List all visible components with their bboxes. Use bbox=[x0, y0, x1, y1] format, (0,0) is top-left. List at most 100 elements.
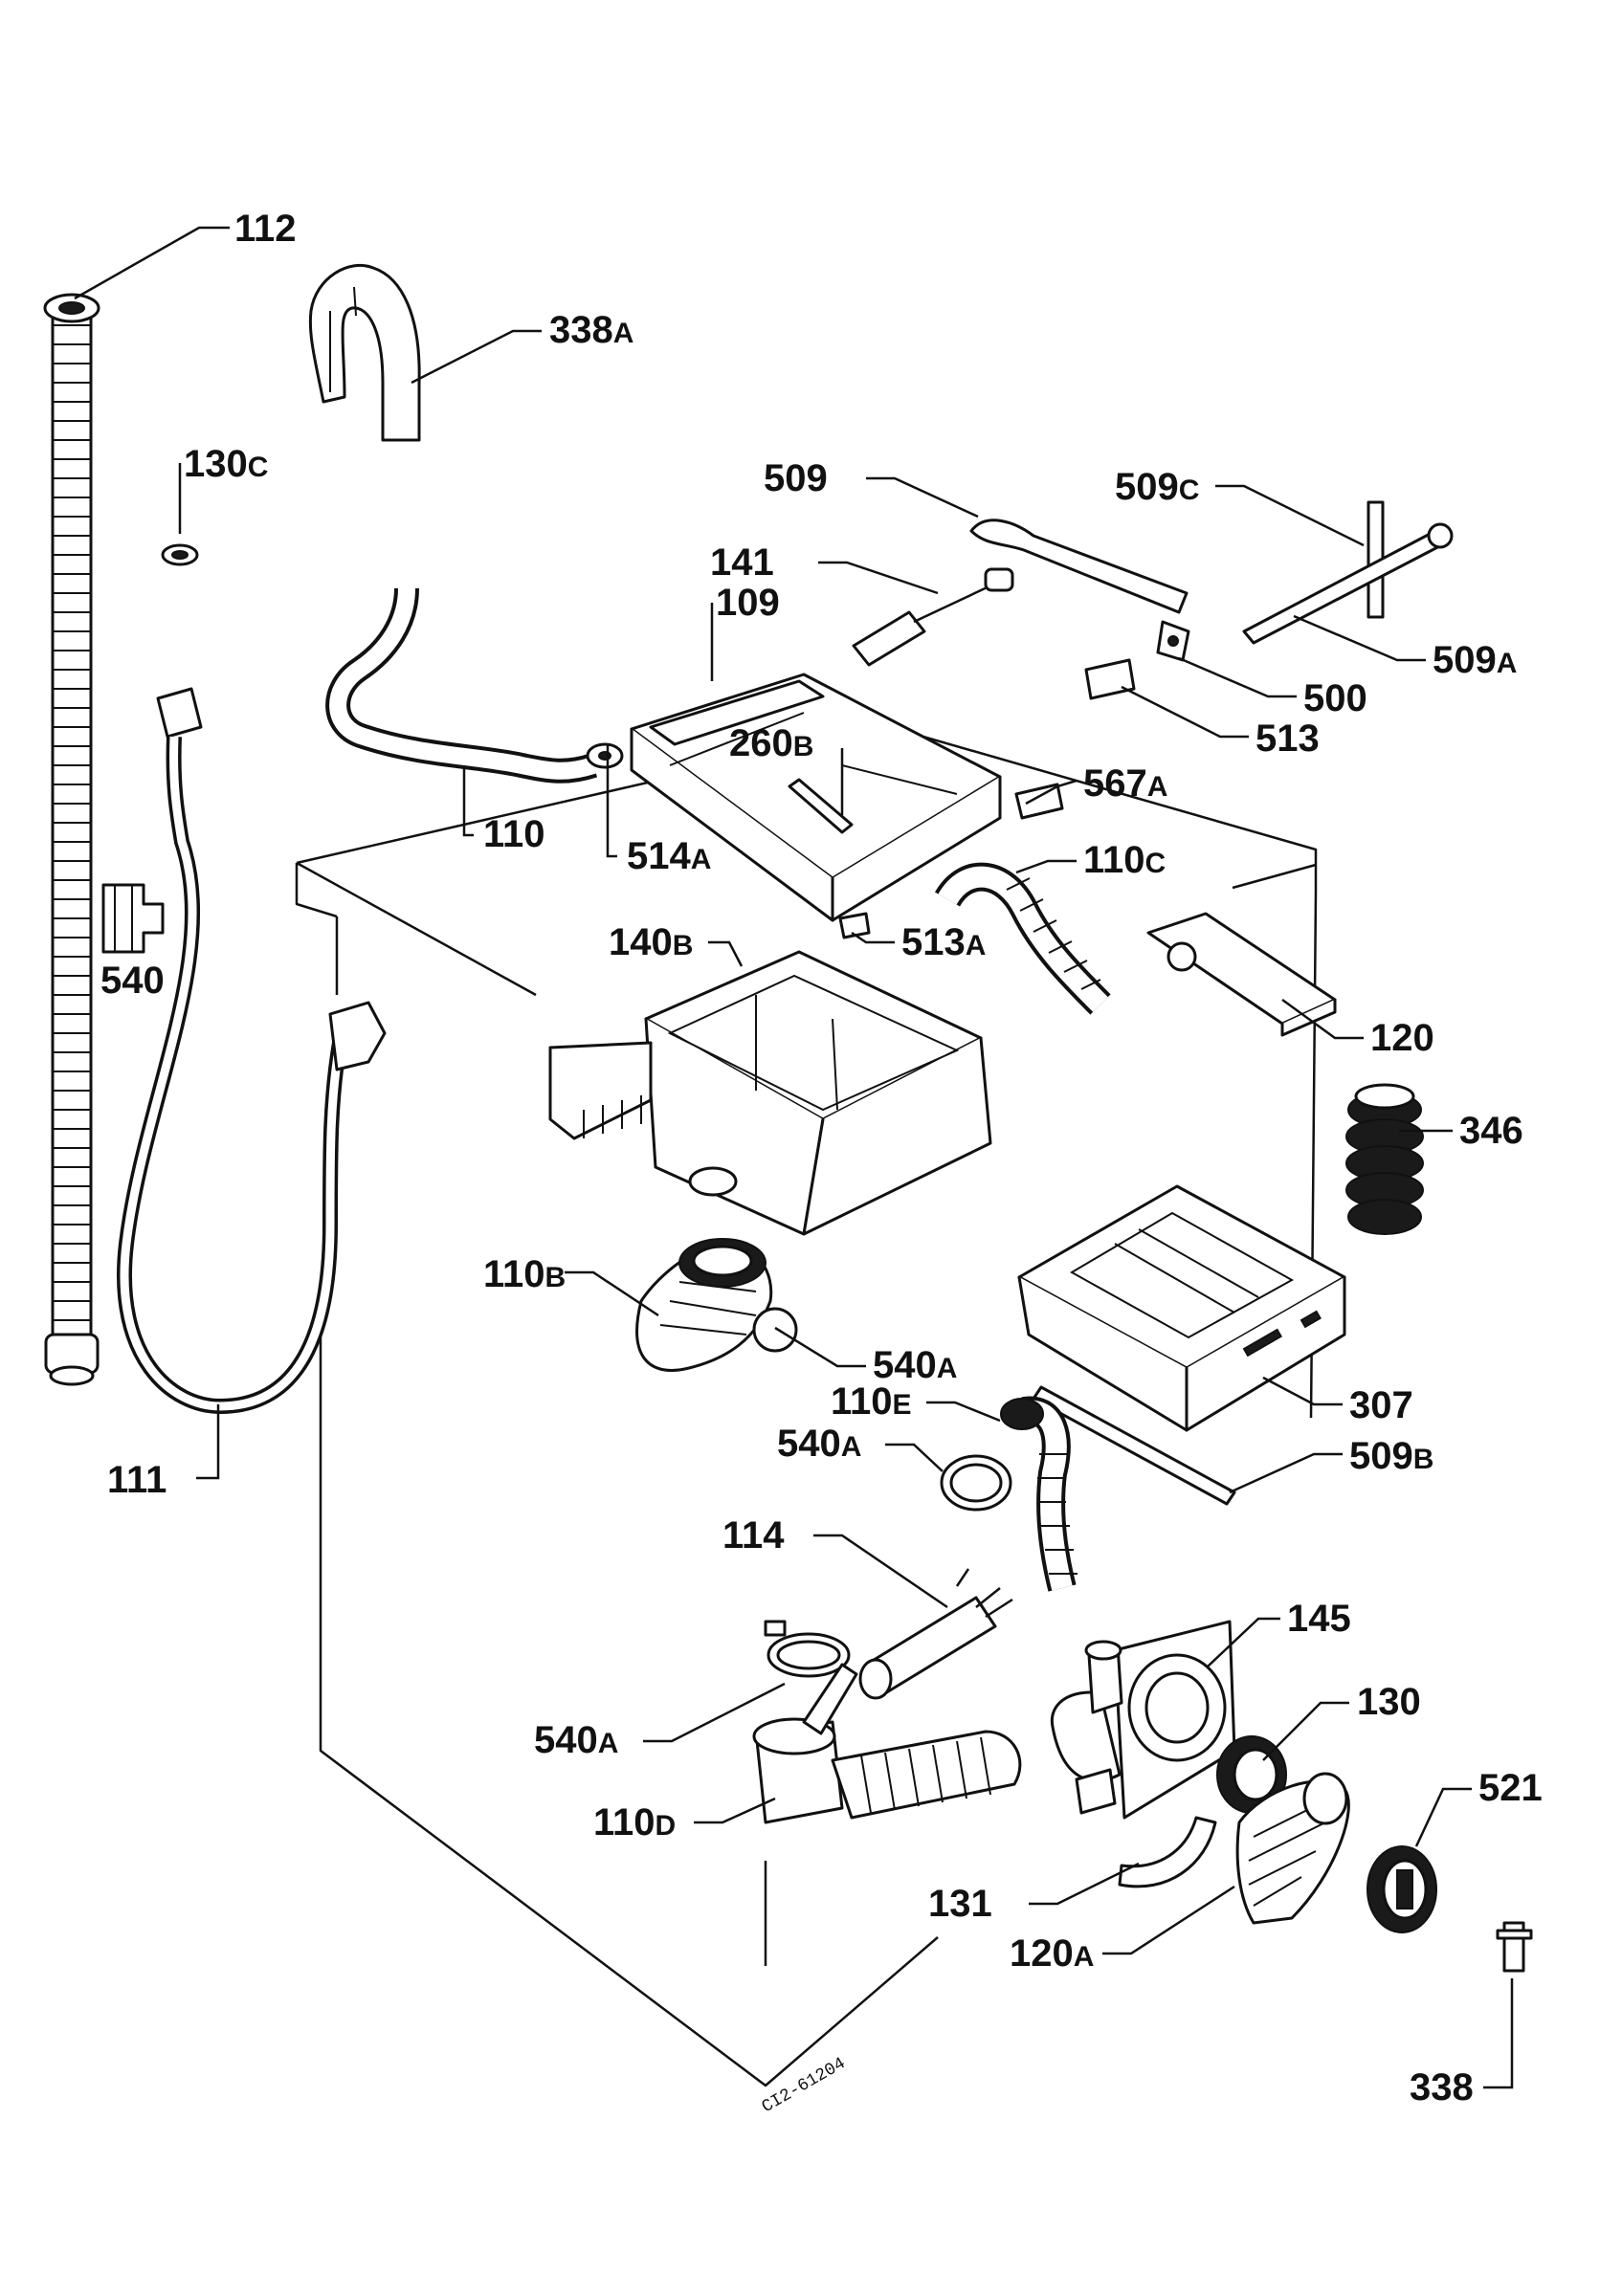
leader-line-338a bbox=[411, 329, 542, 385]
part-label-120a: 120A bbox=[1010, 1932, 1094, 1975]
part-label-338a: 338A bbox=[549, 309, 633, 351]
part-label-110c: 110C bbox=[1083, 839, 1166, 881]
leader-line-110d bbox=[694, 1797, 776, 1824]
leader-line-540a_3 bbox=[643, 1682, 786, 1743]
part-label-540: 540 bbox=[100, 960, 165, 1002]
drawing-code-stamp: CI2-61204 bbox=[759, 2054, 849, 2117]
part-label-521: 521 bbox=[1478, 1767, 1543, 1809]
part-label-540a_3: 540A bbox=[534, 1719, 618, 1761]
leader-line-112 bbox=[74, 226, 230, 300]
switch-part bbox=[1156, 620, 1190, 662]
leader-line-130 bbox=[1262, 1701, 1349, 1761]
part-label-130: 130 bbox=[1357, 1681, 1421, 1723]
part-label-540a_2: 540A bbox=[777, 1423, 861, 1465]
part-label-131: 131 bbox=[928, 1883, 992, 1925]
part-label-260b: 260B bbox=[729, 722, 813, 764]
part-label-513: 513 bbox=[1255, 718, 1320, 760]
sump-hose-part bbox=[1000, 1396, 1078, 1592]
pump-housing-part bbox=[1050, 1620, 1236, 1820]
bracket-part bbox=[1084, 658, 1136, 700]
clamp-ring-part bbox=[940, 1454, 1012, 1512]
leader-line-513a bbox=[851, 931, 895, 944]
washer-part bbox=[161, 543, 199, 566]
part-label-540a_1: 540A bbox=[873, 1344, 957, 1386]
clip-part bbox=[101, 883, 165, 954]
part-label-514a: 514A bbox=[627, 835, 711, 877]
part-label-513a: 513A bbox=[901, 921, 986, 963]
long-rod-part bbox=[1032, 1385, 1236, 1506]
part-label-130c: 130C bbox=[184, 443, 268, 485]
hose-hook-part bbox=[308, 263, 421, 442]
sensor-tube-part bbox=[858, 1568, 1013, 1700]
arm-part bbox=[969, 519, 1189, 614]
valve-part bbox=[852, 567, 1014, 667]
leader-line-120a bbox=[1102, 1885, 1235, 1955]
curved-cover-part bbox=[1118, 1816, 1217, 1888]
leader-line-521 bbox=[1414, 1787, 1472, 1847]
leader-line-140b bbox=[708, 940, 744, 967]
leader-line-307 bbox=[1262, 1376, 1343, 1406]
bellows-part bbox=[1345, 1083, 1424, 1235]
part-label-500: 500 bbox=[1303, 677, 1367, 719]
filter-cap-part bbox=[1366, 1845, 1437, 1933]
leader-line-513 bbox=[1121, 685, 1249, 739]
t-rod-part bbox=[1242, 500, 1454, 645]
curved-hose-part bbox=[934, 862, 1111, 1015]
leader-line-110e bbox=[926, 1401, 1001, 1423]
leader-line-110 bbox=[462, 765, 474, 837]
part-label-110: 110 bbox=[483, 813, 545, 855]
leader-line-514a bbox=[606, 744, 617, 858]
part-label-140b: 140B bbox=[609, 921, 693, 963]
part-label-509b: 509B bbox=[1349, 1435, 1433, 1477]
inlet-hose-part bbox=[117, 687, 387, 1415]
small-clip-part bbox=[838, 912, 871, 939]
filter-part bbox=[1235, 1772, 1350, 1925]
part-label-111: 111 bbox=[107, 1459, 167, 1501]
leader-line-509b bbox=[1229, 1452, 1343, 1494]
part-label-109: 109 bbox=[716, 582, 780, 624]
leader-line-111 bbox=[196, 1404, 220, 1480]
leader-line-141 bbox=[818, 561, 939, 595]
part-label-346: 346 bbox=[1459, 1110, 1523, 1152]
part-label-338: 338 bbox=[1410, 2066, 1474, 2108]
leader-line-131 bbox=[1029, 1862, 1140, 1906]
part-label-509: 509 bbox=[764, 457, 828, 499]
part-label-509a: 509A bbox=[1433, 639, 1517, 681]
part-label-112: 112 bbox=[234, 208, 297, 250]
part-label-141: 141 bbox=[710, 541, 774, 584]
fitting-part bbox=[586, 742, 624, 769]
leader-line-509c bbox=[1215, 484, 1365, 547]
part-label-110e: 110E bbox=[831, 1380, 912, 1423]
leader-line-110b bbox=[565, 1270, 659, 1317]
part-label-110d: 110D bbox=[593, 1801, 676, 1843]
drain-hose-part bbox=[43, 293, 100, 1386]
leader-line-500 bbox=[1178, 656, 1297, 698]
leader-line-120 bbox=[1281, 998, 1364, 1040]
detergent-drawer-part bbox=[1017, 1184, 1346, 1432]
dispenser-lid-part bbox=[630, 673, 1002, 922]
part-label-110b: 110B bbox=[483, 1253, 566, 1295]
leader-line-110c bbox=[1015, 859, 1077, 874]
leader-line-145 bbox=[1207, 1617, 1280, 1667]
rod-part bbox=[788, 778, 854, 834]
leader-line-567a bbox=[1025, 779, 1078, 806]
part-label-567a: 567A bbox=[1083, 762, 1167, 805]
part-label-120: 120 bbox=[1370, 1017, 1434, 1059]
leader-line-540a_2 bbox=[885, 1443, 944, 1472]
leader-line-338 bbox=[1483, 1978, 1514, 2089]
bellows-hose-part bbox=[635, 1238, 798, 1372]
clip-small-part bbox=[1014, 783, 1064, 820]
part-label-145: 145 bbox=[1287, 1598, 1351, 1640]
leader-line-540a_1 bbox=[774, 1326, 866, 1368]
dispenser-housing-part bbox=[548, 950, 992, 1236]
part-label-114: 114 bbox=[722, 1514, 785, 1556]
clamp-ring-lower-part bbox=[764, 1620, 851, 1678]
small-hook-part bbox=[1496, 1921, 1533, 1973]
part-label-509c: 509C bbox=[1115, 466, 1199, 508]
leader-line-114 bbox=[813, 1534, 948, 1609]
leader-line-509a bbox=[1293, 614, 1426, 662]
part-label-307: 307 bbox=[1349, 1384, 1413, 1426]
pump-hose-part bbox=[752, 1663, 1022, 1824]
